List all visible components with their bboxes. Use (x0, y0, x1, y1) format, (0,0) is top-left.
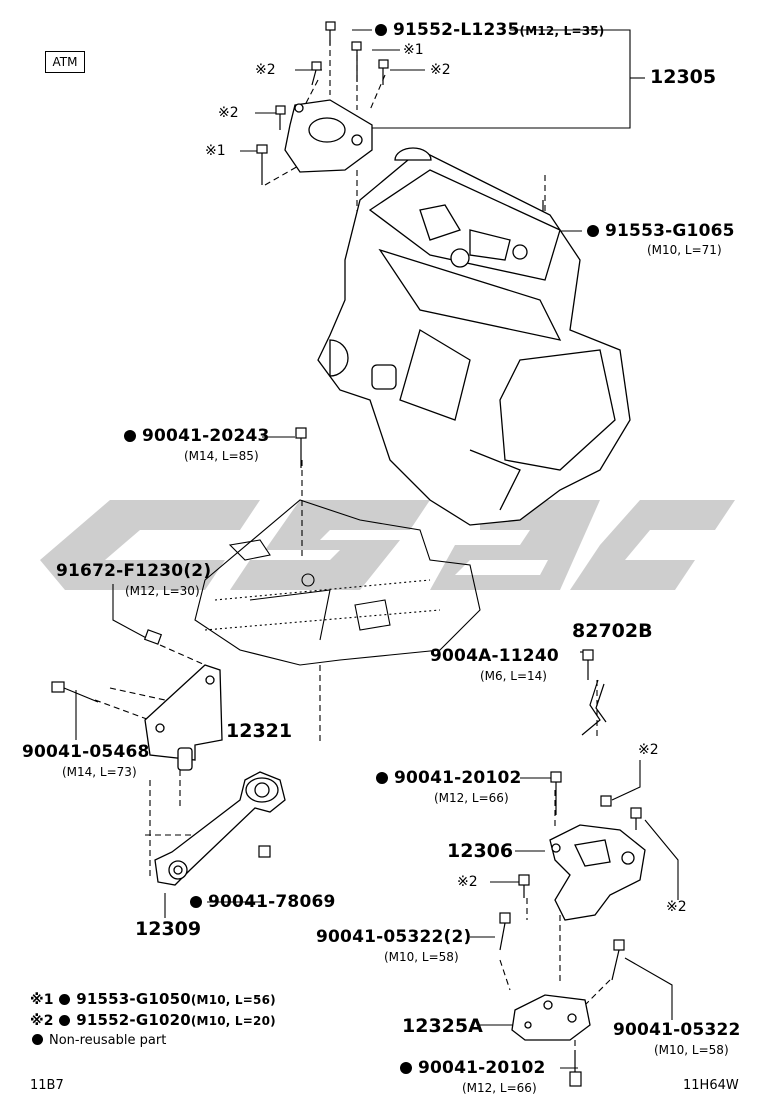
callout-90041-20102: 90041-20102 (376, 770, 522, 787)
mark-2: ※2 (218, 105, 239, 121)
bolt-icon (51, 681, 99, 703)
legend-row-3: Non-reusable part (32, 1034, 166, 1047)
callout-91553-G1065: 91553-G1065 (587, 223, 735, 240)
mark-1: ※1 (205, 143, 226, 159)
callout-12309: 12309 (135, 918, 202, 940)
bolt-icon (582, 649, 594, 680)
callout-12325A: 12325A (402, 1015, 483, 1037)
transmission-case-outline (194, 499, 481, 666)
bolt-icon (550, 771, 562, 815)
callout-90041-20243: 90041-20243 (124, 428, 270, 445)
torque-rod-12309 (154, 771, 286, 886)
bolt-icon (600, 795, 612, 807)
legend-row-2: ※2 91552-G1020(M10, L=20) (30, 1011, 276, 1029)
part-spec: (M14, L=73) (62, 765, 137, 779)
part-spec: (M10, L=58) (384, 950, 459, 964)
mark-2: ※2 (666, 899, 687, 915)
part-number: 90041-20102 (394, 768, 522, 788)
footer-left-code: 11B7 (30, 1078, 64, 1093)
legend-part-number: 91552-G1020 (76, 1011, 191, 1029)
callout-12306: 12306 (447, 840, 514, 862)
legend-part-spec: (M10, L=56) (190, 993, 276, 1007)
bolt-icon (630, 807, 642, 830)
part-number: 91553-G1065 (605, 221, 735, 241)
bolt-icon (499, 912, 511, 951)
callout-12305: 12305 (650, 66, 717, 88)
bolt-icon (256, 144, 268, 185)
legend-part-spec: (M10, L=20) (190, 1014, 276, 1028)
legend-part-number: 91553-G1050 (76, 990, 191, 1008)
bolt-icon (569, 1050, 582, 1087)
nonreusable-dot-icon (376, 772, 388, 784)
mark-2: ※2 (638, 742, 659, 758)
bracket-12306 (549, 824, 646, 921)
nonreusable-dot-icon (59, 1015, 71, 1026)
callout-90041-20102: 90041-20102 (400, 1060, 546, 1077)
transmission-box: ATM (45, 51, 85, 73)
bracket-12321 (144, 664, 223, 771)
bracket-12325A (511, 994, 591, 1041)
legend-mark: ※1 (30, 992, 54, 1008)
part-spec: (M12, L=35) (519, 24, 605, 38)
clamp-82702B (581, 679, 607, 736)
bolt-icon (143, 629, 163, 645)
engine-mount-12305 (284, 99, 373, 173)
part-spec: (M6, L=14) (480, 669, 547, 683)
nonreusable-dot-icon (375, 24, 387, 36)
legend-row-1: ※1 91553-G1050(M10, L=56) (30, 990, 276, 1008)
footer-right-code: 11H64W (683, 1078, 739, 1093)
bolt-icon (518, 874, 530, 898)
callout-90041-05468: 90041-05468 (22, 742, 150, 762)
part-spec: (M12, L=30) (125, 584, 200, 598)
legend-mark: ※2 (30, 1013, 54, 1029)
part-number: 90041-20243 (142, 426, 270, 446)
nonreusable-dot-icon (124, 430, 136, 442)
nonreusable-dot-icon (59, 994, 71, 1005)
nonreusable-dot-icon (32, 1034, 43, 1045)
part-spec: (M14, L=85) (184, 449, 259, 463)
nonreusable-dot-icon (587, 225, 599, 237)
bolt-icon (311, 61, 322, 86)
bolt-icon (611, 939, 625, 981)
bolt-icon (258, 845, 271, 858)
engine-block (317, 147, 631, 526)
watermark-logo (40, 500, 735, 590)
callout-82702B: 82702B (572, 620, 653, 642)
callout-90041-05322-2: 90041-05322(2) (316, 927, 472, 947)
part-number: 91552-L1235 (393, 20, 520, 40)
part-spec: (M10, L=58) (654, 1043, 729, 1057)
callout-12321: 12321 (226, 720, 293, 742)
mark-1: ※1 (403, 42, 424, 58)
callout-91672-F1230: 91672-F1230(2) (56, 561, 212, 581)
mark-2: ※2 (255, 62, 276, 78)
part-spec: (M12, L=66) (434, 791, 509, 805)
part-spec: (M10, L=71) (647, 243, 722, 257)
nonreusable-dot-icon (190, 896, 202, 908)
nonreusable-dot-icon (400, 1062, 412, 1074)
callout-9004A-11240: 9004A-11240 (430, 646, 559, 666)
bolt-icon (378, 59, 389, 85)
bolt-icon (275, 105, 286, 130)
callout-91552-L1235: 91552-L1235(M12, L=35) (375, 22, 605, 39)
callout-90041-05322: 90041-05322 (613, 1020, 741, 1040)
callout-90041-78069: 90041-78069 (190, 894, 336, 911)
mark-2: ※2 (457, 874, 478, 890)
legend-text: Non-reusable part (49, 1033, 167, 1048)
bolt-icon (325, 21, 336, 45)
part-spec: (M12, L=66) (462, 1081, 537, 1095)
part-number: 90041-20102 (418, 1058, 546, 1078)
bolt-icon (351, 41, 362, 82)
part-number: 90041-78069 (208, 892, 336, 912)
mark-2: ※2 (430, 62, 451, 78)
bolt-icon (295, 427, 307, 468)
